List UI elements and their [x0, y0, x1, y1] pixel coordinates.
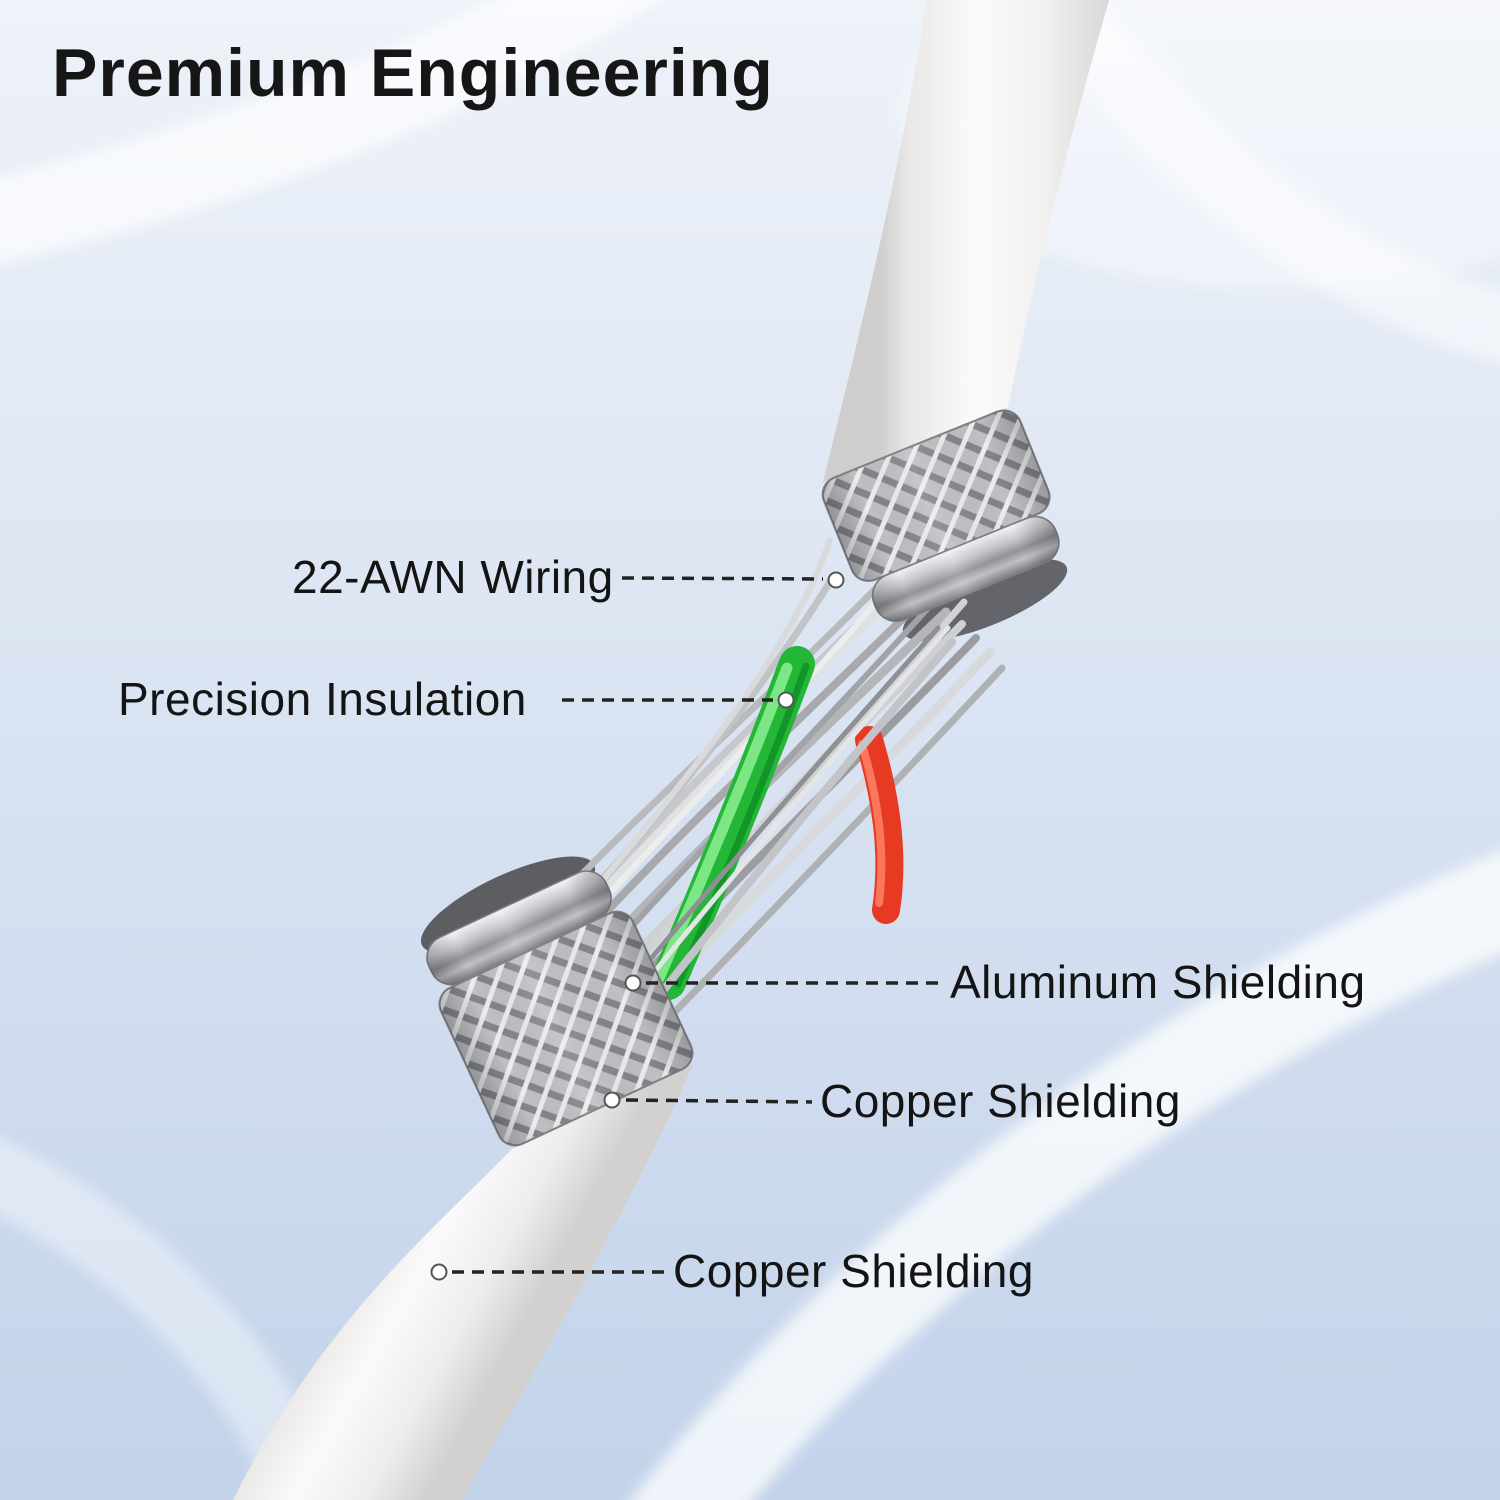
callout-lines — [452, 576, 942, 1274]
callout-dot-wiring — [827, 571, 845, 589]
callout-dots — [430, 571, 845, 1281]
label-precision-insulation: Precision Insulation — [118, 672, 527, 725]
upper-shield-band — [821, 409, 1060, 623]
page-title: Premium Engineering — [52, 35, 774, 111]
callout-line-wiring — [621, 576, 824, 581]
label-aluminum-shielding: Aluminum Shielding — [950, 955, 1366, 1008]
callout-dot-copper2 — [430, 1263, 448, 1281]
callout-dot-aluminum — [624, 974, 642, 992]
label-22-awn-wiring: 22-AWN Wiring — [292, 550, 614, 603]
red-wire — [855, 726, 904, 924]
label-copper-shielding-2: Copper Shielding — [673, 1244, 1034, 1297]
upper-cable-jacket — [823, 0, 1110, 482]
callout-dot-copper1 — [603, 1091, 621, 1109]
label-copper-shielding-1: Copper Shielding — [820, 1074, 1181, 1127]
callout-line-copper1 — [625, 1098, 813, 1104]
callout-dot-insulation — [777, 691, 795, 709]
lower-shield-band — [426, 870, 694, 1147]
lower-cable-jacket — [232, 1064, 693, 1500]
